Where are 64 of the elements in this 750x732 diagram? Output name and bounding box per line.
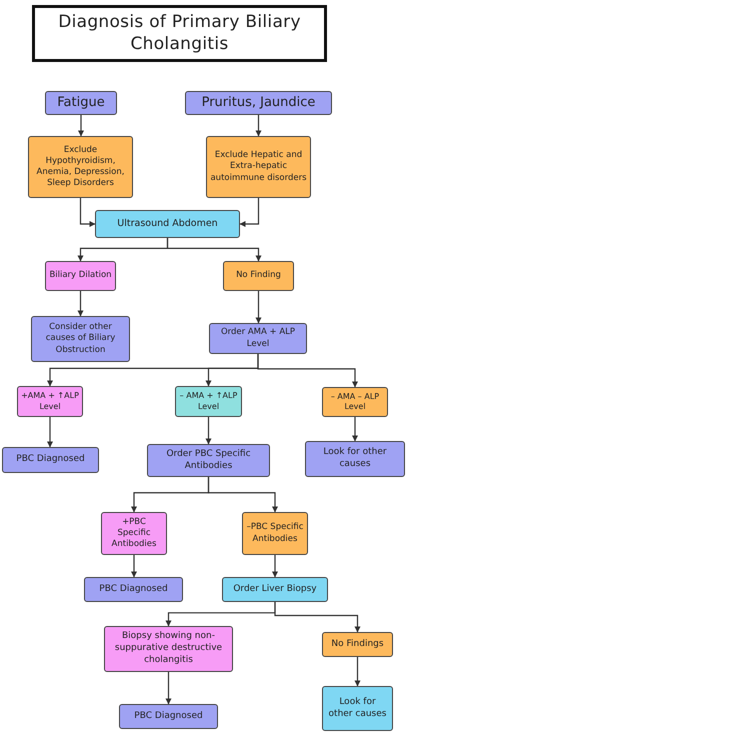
process-box [175, 386, 242, 417]
step-text: Exclude Hypothyroidism, Anemia, Depression, Sleep Disorders [36, 144, 126, 190]
process-box [222, 577, 328, 602]
arrow [78, 291, 84, 316]
step-text: Pruritus, Jaundice [202, 94, 316, 112]
process-box [31, 316, 130, 362]
process-box [209, 323, 307, 354]
process-box [206, 136, 311, 198]
process-box [147, 444, 270, 477]
step-text: – AMA + ↑ALP Level [179, 391, 238, 412]
step-text: PBC Diagnosed [16, 454, 85, 466]
step-text: Exclude Hepatic and Extra-hepatic autoimmune disorders [210, 150, 307, 184]
process-box [101, 512, 167, 555]
process-box [28, 136, 133, 198]
process-box [305, 441, 405, 477]
process-box [45, 261, 116, 291]
step-text: +AMA + ↑ALP Level [21, 391, 79, 412]
arrow [208, 477, 278, 512]
arrow [354, 657, 360, 686]
process-box [322, 686, 393, 731]
step-text: –PBC Specific Antibodies [246, 522, 304, 545]
step-text: Order AMA + ALP Level [220, 327, 296, 350]
arrow [272, 555, 278, 578]
step-text: Look for other causes [322, 447, 388, 471]
arrow [256, 291, 262, 324]
step-text: No Findings [331, 638, 384, 650]
process-box [84, 577, 183, 602]
step-text: Look for other causes [328, 696, 388, 720]
process-box [17, 386, 83, 417]
process-box [2, 447, 99, 473]
process-box [45, 91, 117, 115]
step-text: – AMA – ALP Level [330, 392, 380, 412]
process-box [95, 210, 240, 238]
arrow [352, 417, 358, 442]
arrow [274, 602, 360, 632]
step-text: Ultrasound Abdomen [117, 218, 218, 230]
arrow [80, 198, 96, 227]
arrow [166, 238, 262, 262]
arrow [240, 198, 260, 227]
process-box [322, 387, 388, 417]
step-text: Fatigue [57, 94, 105, 112]
arrow [206, 417, 212, 444]
step-text: No Finding [236, 270, 281, 282]
step-text: Biliary Dilation [49, 270, 112, 282]
arrow [166, 672, 172, 704]
step-text: PBC Diagnosed [134, 710, 203, 722]
arrow [78, 115, 84, 136]
step-text: Consider other causes of Biliary Obstruction [44, 322, 116, 356]
step-text: PBC Diagnosed [99, 584, 168, 596]
process-box [104, 626, 233, 672]
process-box [185, 91, 332, 115]
step-text: Order Liver Biopsy [233, 584, 317, 596]
title-box: Diagnosis of Primary Biliary Cholangitis [32, 5, 327, 62]
process-box [119, 704, 218, 729]
step-text: Order PBC Specific Antibodies [165, 448, 252, 472]
arrow [131, 555, 137, 578]
arrow [47, 417, 53, 448]
process-box [242, 512, 308, 555]
arrow [256, 115, 262, 136]
step-text: +PBC Specific Antibodies [110, 516, 158, 550]
process-box [223, 261, 294, 291]
step-text: Biopsy showing non-suppurative destructive cholangitis [114, 631, 224, 667]
process-box [322, 632, 393, 657]
arrow [257, 354, 358, 388]
